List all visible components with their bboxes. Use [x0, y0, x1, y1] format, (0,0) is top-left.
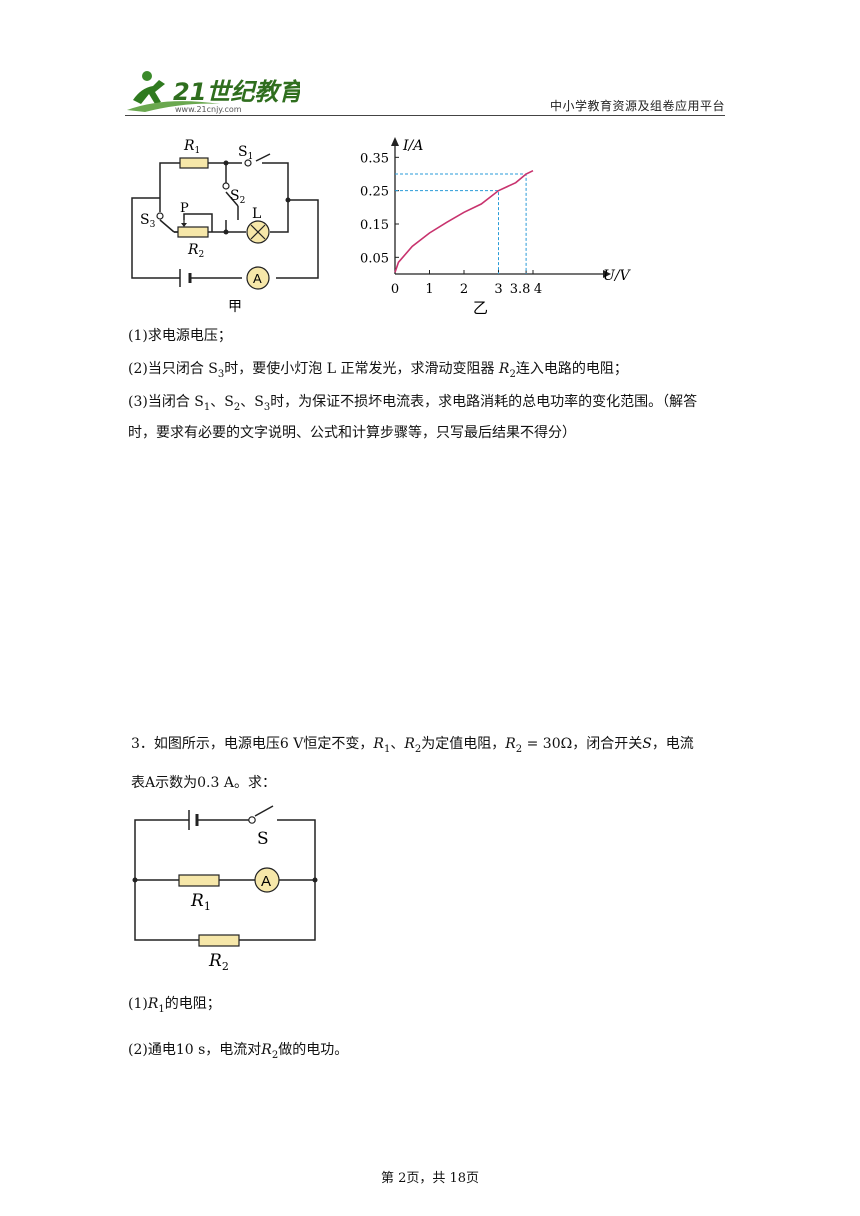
y-tick-label: 0.15 [360, 218, 389, 233]
circuit-diagram-q3: A S R1 R2 [132, 805, 318, 973]
y-tick-label: 0.25 [360, 185, 389, 200]
resistor-r1 [179, 157, 209, 169]
x-tick-label: 1 [425, 282, 433, 297]
svg-text:L: L [252, 206, 261, 222]
x-tick-label: 3.8 [510, 282, 531, 297]
figure-caption-yi: 乙 [473, 299, 488, 317]
switch-s3-pivot-icon [156, 212, 164, 220]
resistor-r1 [178, 874, 220, 887]
svg-text:P: P [180, 201, 189, 216]
svg-text:S2: S2 [230, 188, 245, 206]
svg-text:A: A [261, 873, 271, 890]
svg-text:S1: S1 [238, 144, 253, 162]
switch-s1-pivot-icon [244, 159, 252, 167]
q2-part1: (1)求电源电压； [128, 328, 232, 344]
q3-part2: (2)通电10 s，电流对R2做的电功。 [128, 1042, 349, 1061]
guide-line [395, 173, 527, 274]
figure-caption-jia: 甲 [228, 299, 242, 315]
page-header: 21世纪教育 www.21cnjy.com 中小学教育资源及组卷应用平台 [125, 66, 725, 118]
q3-part1: (1)R1的电阻； [128, 996, 221, 1015]
iu-curve [394, 169, 534, 273]
x-tick-label: 0 [391, 282, 399, 297]
y-tick-label: 0.35 [360, 151, 389, 166]
page-footer: 第 2页，共 18页 [380, 1171, 480, 1186]
q3-stem-line1: 3．如图所示，电源电压6 V恒定不变，R1、R2为定值电阻，R2 = 30Ω，闭… [131, 736, 694, 755]
q2-part3-cont: 时，要求有必要的文字说明、公式和计算步骤等，只写最后结果不得分） [128, 425, 576, 441]
q2-part3: (3)当闭合 S1、S2、S3时，为保证不损坏电流表，求电路消耗的总电功率的变化… [128, 394, 698, 413]
slider-arrow-icon [181, 223, 187, 227]
x-axis-arrow-icon [603, 270, 611, 278]
svg-text:S: S [257, 829, 269, 849]
svg-text:R2: R2 [208, 951, 229, 973]
ammeter-icon [254, 867, 280, 893]
svg-text:R2: R2 [187, 242, 204, 260]
x-tick-label: 2 [460, 282, 468, 297]
ammeter-icon [246, 266, 270, 290]
q3-stem-line2: 表A示数为0.3 A。求： [131, 775, 276, 791]
platform-name: 中小学教育资源及组卷应用平台 [549, 99, 725, 113]
switch-s2-pivot-icon [222, 182, 230, 190]
x-tick-label: 4 [534, 282, 542, 297]
x-axis-label: U/V [603, 268, 632, 284]
svg-text:R1: R1 [183, 138, 200, 156]
header-rule [125, 115, 725, 116]
ammeter-label: A [253, 271, 262, 286]
logo-text: 21世纪教育 [173, 78, 300, 106]
resistor-r2 [198, 934, 240, 947]
x-tick-label: 3 [494, 282, 502, 297]
q2-part2: (2)当只闭合 S3时，要使小灯泡 L 正常发光，求滑动变阻器 R2连入电路的电… [128, 361, 628, 380]
y-tick-label: 0.05 [360, 251, 389, 266]
logo-url: www.21cnjy.com [175, 105, 242, 114]
circuit-diagram-jia: A R1 S1 S2 S3 P L R2 甲 [131, 138, 319, 315]
logo-21cnjy: 21世纪教育 www.21cnjy.com [127, 71, 300, 114]
y-axis-label: I/A [402, 138, 423, 154]
y-axis-arrow-icon [391, 137, 399, 146]
rheostat-r2 [177, 226, 209, 238]
switch-s-pivot-icon [248, 816, 256, 824]
svg-text:R1: R1 [190, 891, 211, 913]
svg-text:S3: S3 [140, 212, 156, 230]
